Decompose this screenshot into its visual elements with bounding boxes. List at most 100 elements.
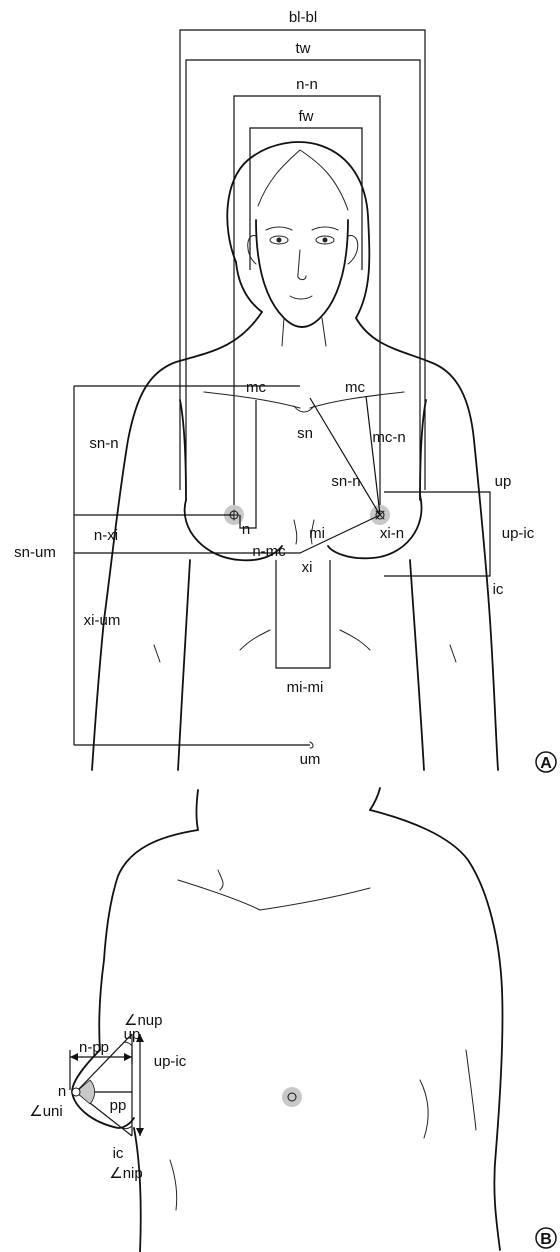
label-xi-n: xi-n	[380, 525, 404, 542]
panel-a: bl-bl tw n-n fw mc mc sn mc-n sn-n sn-n …	[14, 9, 557, 773]
navel	[309, 741, 314, 749]
mi-mi-bracket	[275, 560, 331, 669]
left-torso-side	[179, 399, 187, 501]
label-n-n: n-n	[296, 76, 318, 93]
b-angle-uni	[75, 1079, 95, 1105]
panel-b-badge: B	[535, 1227, 557, 1249]
measurement-lines	[73, 385, 491, 746]
label-sn-um: sn-um	[14, 544, 56, 561]
label-mc-n: mc-n	[372, 429, 405, 446]
label-tw: tw	[296, 40, 311, 57]
right-lower-torso	[409, 559, 425, 771]
b-shoulder-left	[98, 829, 199, 1051]
label-angle-uni: ∠uni	[29, 1103, 62, 1120]
left-pupil	[276, 237, 282, 243]
b-angle-nip	[121, 1125, 133, 1130]
left-clavicle	[203, 391, 301, 409]
label-sn: sn	[297, 425, 313, 442]
abdomen-line-left	[239, 629, 271, 651]
label-angle-nup: ∠nup	[124, 1012, 162, 1029]
bracket-fw	[249, 127, 363, 270]
label-b-ic: ic	[113, 1145, 124, 1162]
right-eyebrow	[311, 226, 339, 231]
b-nipple	[287, 1092, 297, 1102]
sn-n-right-line	[309, 397, 381, 516]
label-um: um	[300, 751, 321, 768]
sternum-lines	[293, 519, 315, 545]
hair-outline	[226, 141, 371, 319]
label-sn-n-left: sn-n	[89, 435, 118, 452]
right-torso-side	[419, 399, 427, 501]
label-mi: mi	[309, 525, 325, 542]
b-sternal-notch	[217, 869, 224, 891]
b-measurements	[69, 1033, 144, 1137]
left-ear	[247, 235, 257, 265]
panel-a-letter: A	[540, 755, 552, 772]
bracket-bl-bl	[179, 29, 426, 490]
b-neck-left	[195, 789, 199, 831]
b-neck-right	[369, 787, 381, 811]
panel-b: ∠nup up n-pp up-ic n pp ∠uni ic ∠nip B	[29, 787, 557, 1252]
b-breast-profile	[71, 1049, 135, 1129]
torso	[91, 311, 499, 771]
right-shoulder-arm	[355, 317, 499, 771]
left-shoulder-arm	[91, 311, 263, 771]
right-clavicle	[309, 391, 405, 409]
abdomen-line-right	[339, 629, 371, 651]
label-b-up: up	[124, 1026, 141, 1043]
panel-b-labels: ∠nup up n-pp up-ic n pp ∠uni ic ∠nip	[29, 1012, 186, 1182]
left-lower-torso	[177, 559, 191, 771]
label-mi-mi: mi-mi	[287, 679, 324, 696]
bracket-tw	[185, 59, 421, 495]
label-fw: fw	[299, 108, 314, 125]
label-sn-n-right: sn-n	[331, 473, 360, 490]
b-arm-line	[465, 1049, 477, 1131]
left-eye	[269, 235, 289, 245]
n-mc-line	[239, 400, 257, 529]
b-right-breast	[419, 1079, 429, 1139]
right-pupil	[322, 237, 328, 243]
mc-n-line	[365, 395, 381, 516]
face-outline	[255, 219, 349, 328]
b-clavicle	[177, 879, 371, 911]
label-mc-left: mc	[246, 379, 266, 396]
hair-left-outline	[235, 261, 263, 313]
xi-n-line	[299, 514, 381, 554]
label-n-mc: n-mc	[252, 543, 286, 560]
label-xi: xi	[302, 559, 313, 576]
label-n-pp: n-pp	[79, 1039, 109, 1056]
label-xi-um: xi-um	[84, 612, 121, 629]
label-up-ic: up-ic	[502, 525, 535, 542]
right-breast-contour	[327, 494, 423, 560]
neck-left	[281, 317, 285, 347]
right-ear	[347, 235, 359, 265]
panel-a-badge: A	[535, 751, 557, 773]
right-arm-inner-line	[449, 644, 457, 663]
b-angle-nup	[123, 1041, 133, 1047]
hair-parting	[257, 149, 349, 211]
label-n-xi: n-xi	[94, 527, 118, 544]
bracket-n-n	[233, 95, 381, 515]
head	[226, 141, 371, 347]
b-areola	[282, 1087, 302, 1107]
up-ic-bracket	[384, 491, 491, 577]
nose	[297, 249, 307, 281]
label-up: up	[495, 473, 512, 490]
label-pp: pp	[110, 1097, 127, 1114]
label-bl-bl: bl-bl	[289, 9, 317, 26]
left-breast-contour	[183, 499, 283, 562]
sternal-notch	[293, 405, 315, 413]
b-n-up	[75, 1033, 133, 1093]
label-b-up-ic: up-ic	[154, 1053, 187, 1070]
right-eye	[315, 235, 335, 245]
neck-right	[321, 317, 327, 347]
width-brackets	[179, 29, 426, 515]
b-lower-torso-left	[133, 1127, 142, 1252]
mouth	[289, 295, 313, 300]
label-mc-right: mc	[345, 379, 365, 396]
b-shoulder-right	[369, 809, 504, 1251]
label-ic: ic	[493, 581, 504, 598]
panel-b-letter: B	[540, 1231, 552, 1248]
panel-a-labels: bl-bl tw n-n fw mc mc sn mc-n sn-n sn-n …	[14, 9, 535, 768]
